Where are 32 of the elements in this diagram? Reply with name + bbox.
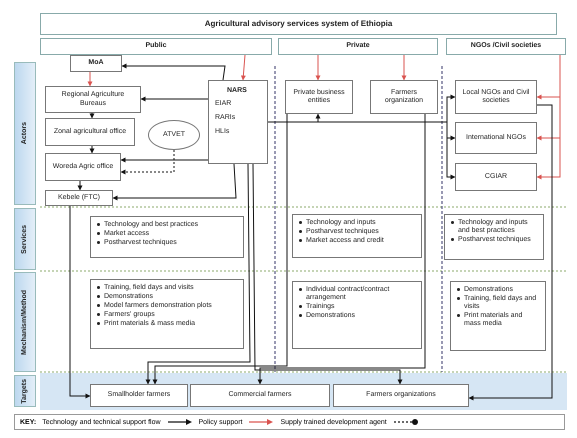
connector-arrow [88, 72, 92, 86]
actor-box [208, 80, 268, 164]
connector-arrow [78, 180, 82, 190]
connector-arrow [468, 104, 552, 400]
services-list-box [90, 216, 244, 258]
connector-arrow [316, 54, 320, 80]
methods-list-box [450, 281, 546, 351]
connector-arrow [120, 158, 208, 162]
connector-arrow [112, 164, 237, 200]
connector-arrow [240, 54, 246, 80]
row-label-band [14, 62, 36, 205]
row-label-band [14, 208, 36, 270]
methods-list-box [292, 281, 422, 349]
connector-arrow [140, 96, 208, 102]
connector-arrow [90, 146, 94, 154]
connector-arrow [258, 114, 426, 384]
title-banner: Agricultural advisory services system of Ethiopia [40, 13, 557, 35]
row-label-band [14, 375, 36, 407]
connector-arrow [252, 164, 402, 384]
connector-arrow [90, 112, 94, 118]
services-list-box [292, 214, 422, 258]
connector-arrow [536, 54, 560, 180]
connector-arrow [152, 114, 288, 384]
connector-arrow [268, 122, 456, 180]
connector-arrow [146, 164, 250, 384]
methods-list-box [90, 279, 244, 349]
row-label-band [14, 272, 36, 372]
services-list-box [444, 214, 544, 260]
connector-arrow [122, 64, 226, 80]
connector-arrow [70, 206, 90, 398]
connector-arrow [402, 54, 406, 80]
connector-arrow [120, 150, 174, 174]
